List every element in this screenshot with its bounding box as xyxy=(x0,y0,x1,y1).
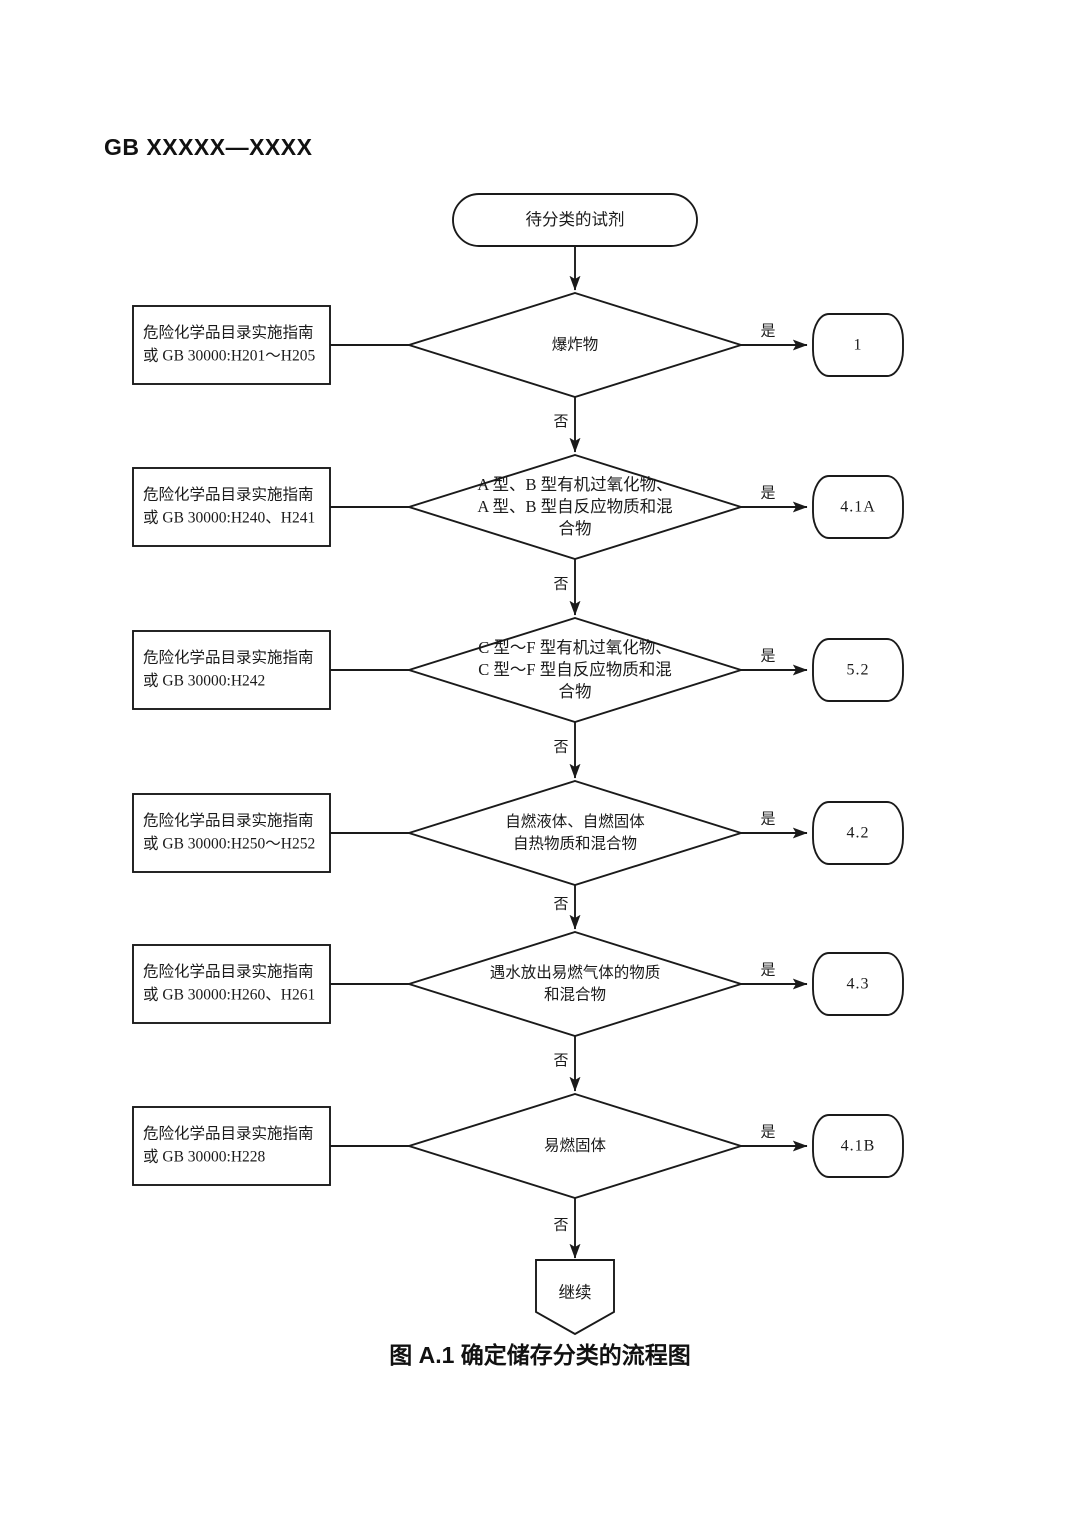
result-node-4-label: 4.2 xyxy=(847,825,870,842)
edge-label-no-2: 否 xyxy=(553,576,568,592)
edge-label-no-3: 否 xyxy=(553,739,568,755)
decision-diamond-2-line-1: A 型、B 型有机过氧化物、 xyxy=(477,475,672,494)
result-node-1-label: 1 xyxy=(854,337,863,354)
result-node-1[interactable] xyxy=(812,313,904,377)
decision-diamond-6-line-1: 易燃固体 xyxy=(544,1137,607,1155)
edge-label-yes-1: 是 xyxy=(760,323,775,339)
edge-label-yes-2: 是 xyxy=(760,485,775,501)
result-node-2[interactable] xyxy=(812,475,904,539)
result-node-5-label: 4.3 xyxy=(847,976,870,993)
source-box-5-line-2: 或 GB 30000:H260、H261 xyxy=(143,986,315,1004)
edge-label-no-5: 否 xyxy=(553,1053,568,1069)
result-node-3[interactable] xyxy=(812,638,904,702)
source-box-2 xyxy=(132,467,331,547)
decision-diamond-3-line-1: C 型～F 型有机过氧化物、 xyxy=(478,638,671,657)
result-node-5[interactable] xyxy=(812,952,904,1016)
decision-diamond-5-line-2: 和混合物 xyxy=(544,986,606,1004)
decision-diamond-3-line-3: 合物 xyxy=(559,682,592,701)
source-box-6-line-1: 危险化学品目录实施指南 xyxy=(143,1125,314,1143)
source-box-5-line-1: 危险化学品目录实施指南 xyxy=(143,963,314,981)
document-standard-header: GB XXXXX—XXXX xyxy=(104,134,313,160)
decision-diamond-4[interactable] xyxy=(405,780,745,886)
edge-label-yes-4: 是 xyxy=(760,811,775,827)
start-node-label: 待分类的试剂 xyxy=(526,210,625,229)
result-node-2-label: 4.1A xyxy=(840,499,876,516)
edge-label-yes-5: 是 xyxy=(760,962,775,978)
edge-label-yes-6: 是 xyxy=(760,1124,775,1140)
source-box-1-line-1: 危险化学品目录实施指南 xyxy=(143,324,314,342)
decision-diamond-3-line-2: C 型～F 型自反应物质和混 xyxy=(478,660,671,679)
source-box-4 xyxy=(132,793,331,873)
decision-diamond-4-line-1: 自燃液体、自燃固体 xyxy=(505,813,645,831)
edge-label-yes-3: 是 xyxy=(760,648,775,664)
result-node-4[interactable] xyxy=(812,801,904,865)
source-box-5 xyxy=(132,944,331,1024)
figure-caption: 图 A.1 确定储存分类的流程图 xyxy=(389,1342,691,1368)
source-box-4-line-1: 危险化学品目录实施指南 xyxy=(143,812,314,830)
end-node-label: 继续 xyxy=(559,1283,592,1302)
source-box-6-line-2: 或 GB 30000:H228 xyxy=(143,1148,266,1166)
edge-label-no-1: 否 xyxy=(553,414,568,430)
source-box-2-line-1: 危险化学品目录实施指南 xyxy=(143,486,314,504)
decision-diamond-5[interactable] xyxy=(405,931,745,1037)
decision-diamond-1-line-1: 爆炸物 xyxy=(552,335,599,354)
result-node-6-label: 4.1B xyxy=(841,1138,876,1155)
source-box-1 xyxy=(132,305,331,385)
decision-diamond-4-line-2: 自热物质和混合物 xyxy=(513,835,637,853)
source-box-3 xyxy=(132,630,331,710)
source-box-1-line-2: 或 GB 30000:H201～H205 xyxy=(143,347,315,365)
edge-label-no-6: 否 xyxy=(553,1217,568,1233)
decision-diamond-2-line-3: 合物 xyxy=(559,519,592,538)
end-node xyxy=(535,1259,615,1336)
decision-diamond-5-line-1: 遇水放出易燃气体的物质 xyxy=(490,964,661,982)
result-node-3-label: 5.2 xyxy=(847,662,870,679)
decision-diamond-2-line-2: A 型、B 型自反应物质和混 xyxy=(477,497,672,516)
edge-label-no-4: 否 xyxy=(553,896,568,912)
source-box-4-line-2: 或 GB 30000:H250～H252 xyxy=(143,835,315,853)
source-box-3-line-1: 危险化学品目录实施指南 xyxy=(143,649,314,667)
source-box-2-line-2: 或 GB 30000:H240、H241 xyxy=(143,509,315,527)
result-node-6[interactable] xyxy=(812,1114,904,1178)
source-box-3-line-2: 或 GB 30000:H242 xyxy=(143,672,265,690)
source-box-6 xyxy=(132,1106,331,1186)
